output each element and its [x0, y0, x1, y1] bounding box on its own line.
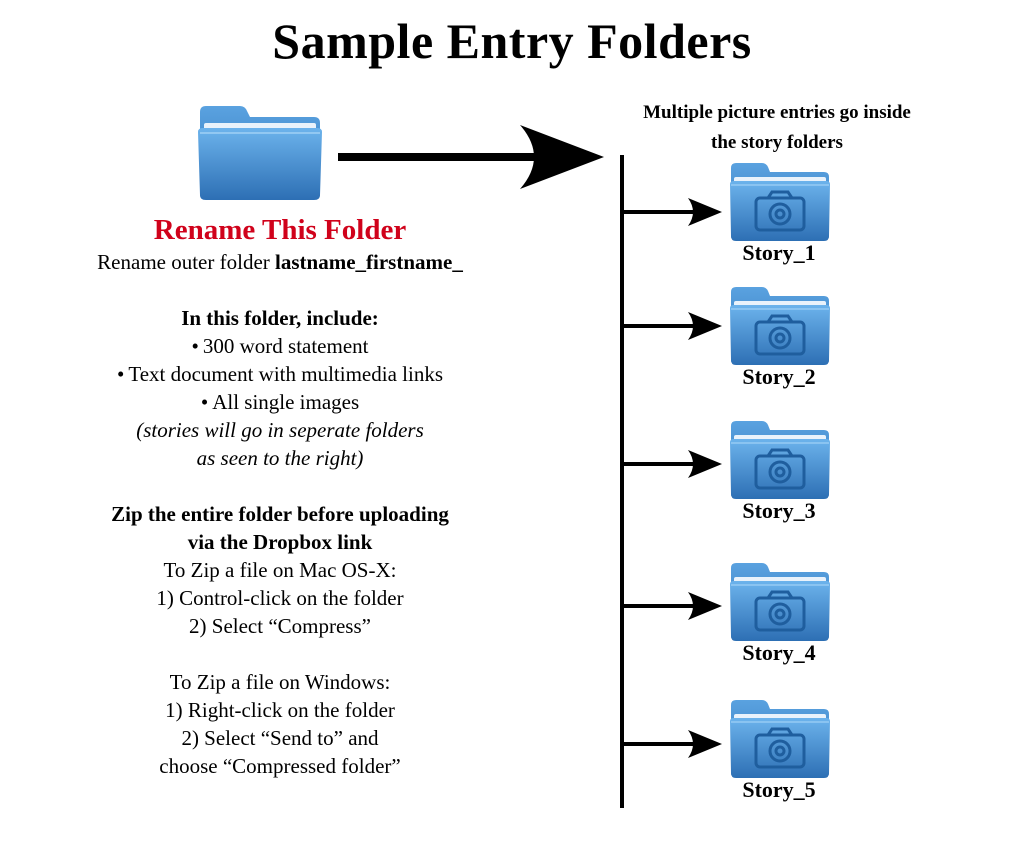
include-item: All single images: [30, 388, 530, 416]
branch-arrowhead: [688, 592, 722, 620]
windows-step: 2) Select “Send to” and: [181, 726, 379, 750]
camera-folder-icon: [728, 697, 832, 784]
story-folder-label: Story_4: [742, 640, 816, 665]
zip-heading: via the Dropbox link: [187, 530, 373, 554]
stories-note: as seen to the right): [196, 446, 364, 470]
story-folder-label: Story_3: [742, 498, 816, 523]
stories-note: (stories will go in seperate folders: [136, 418, 424, 442]
folder-name-format: lastname_firstname_: [275, 250, 463, 274]
include-item: Text document with multimedia links: [30, 360, 530, 388]
rename-title: Rename This Folder: [153, 214, 407, 246]
windows-step: 1) Right-click on the folder: [165, 698, 395, 722]
mac-step: 1) Control-click on the folder: [156, 586, 404, 610]
story-folders-caption: Multiple picture entries go inside the s…: [643, 102, 911, 153]
camera-folder-icon: [728, 160, 832, 247]
branch-arrowhead: [688, 730, 722, 758]
zip-heading: Zip the entire folder before uploading: [111, 502, 449, 526]
camera-folder-icon: [728, 418, 832, 505]
windows-step: choose “Compressed folder”: [159, 754, 401, 778]
story-folder-label: Story_5: [742, 777, 816, 802]
page-title: Sample Entry Folders: [272, 13, 752, 69]
branch-arrowhead: [688, 198, 722, 226]
main-arrowhead: [520, 125, 604, 189]
camera-folder-icon: [728, 560, 832, 647]
rename-instruction: Rename outer folder lastname_firstname_: [97, 250, 463, 274]
folder-icon: [196, 102, 324, 207]
mac-heading: To Zip a file on Mac OS-X:: [163, 558, 397, 582]
mac-step: 2) Select “Compress”: [189, 614, 371, 638]
include-item: 300 word statement: [30, 332, 530, 360]
story-folder-label: Story_2: [742, 364, 816, 389]
instructions-panel: Rename This Folder Rename outer folder l…: [30, 212, 530, 780]
include-heading: In this folder, include:: [181, 306, 379, 330]
story-folder-label: Story_1: [742, 240, 816, 265]
windows-heading: To Zip a file on Windows:: [169, 670, 391, 694]
camera-folder-icon: [728, 284, 832, 371]
branch-arrowhead: [688, 312, 722, 340]
branch-arrowhead: [688, 450, 722, 478]
